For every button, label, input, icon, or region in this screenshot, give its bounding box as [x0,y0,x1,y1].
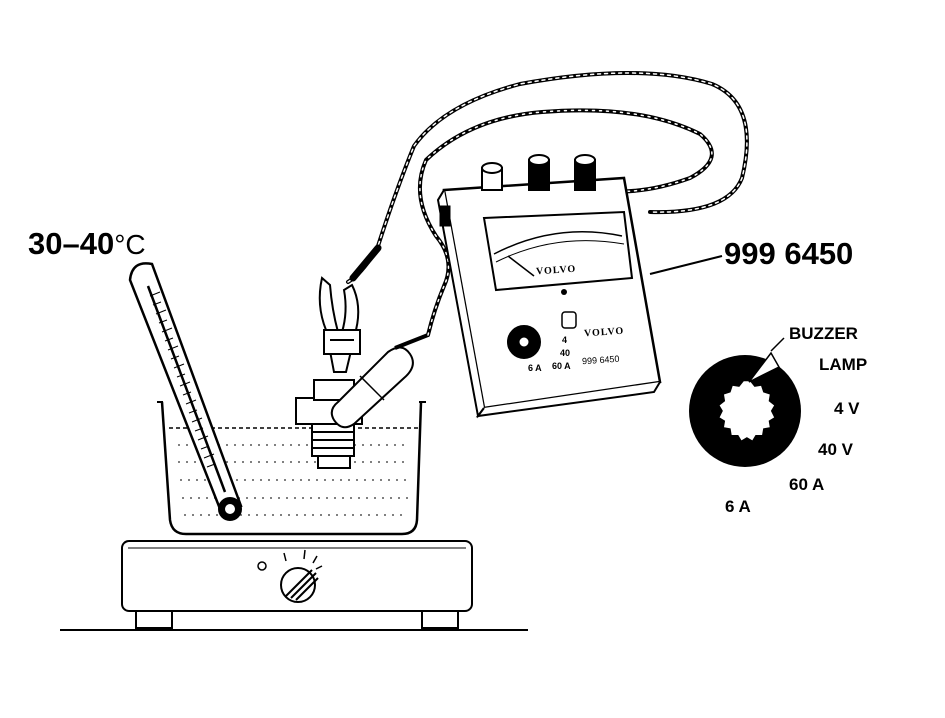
temperature-label: 30–40°C [28,228,146,259]
selector-label-6a: 6 A [725,497,751,516]
selector-label-60a: 60 A [789,475,825,494]
selector-label-lamp: LAMP [819,355,868,374]
selector-dial-icon [689,351,801,467]
meter-knob-label-40: 40 [560,348,571,358]
meter-terminals [481,154,596,191]
selector-label-buzzer: BUZZER [789,324,858,343]
meter-knob-label-60a: 60 A [552,361,571,371]
multimeter [436,176,662,419]
tool-number-label: 999 6450 [724,236,854,271]
temperature-range: 30–40 [28,226,115,261]
meter-screw-icon [561,289,567,295]
selector-label-4v: 4 V [834,399,860,418]
crocodile-clip [318,276,361,373]
water-beaker [157,401,426,536]
meter-knob-label-6a: 6 A [528,363,542,373]
tool-number-leader [649,255,723,275]
temperature-unit: °C [114,229,146,260]
test-leads [346,71,749,337]
selector-label-40v: 40 V [818,440,853,459]
meter-knob-label-4: 4 [562,335,568,345]
test-probe [330,333,429,429]
hot-plate-dial-icon [257,549,323,603]
buzzer-leader [770,337,785,352]
thermometer [128,262,243,521]
meter-range-knob-icon [507,325,541,359]
